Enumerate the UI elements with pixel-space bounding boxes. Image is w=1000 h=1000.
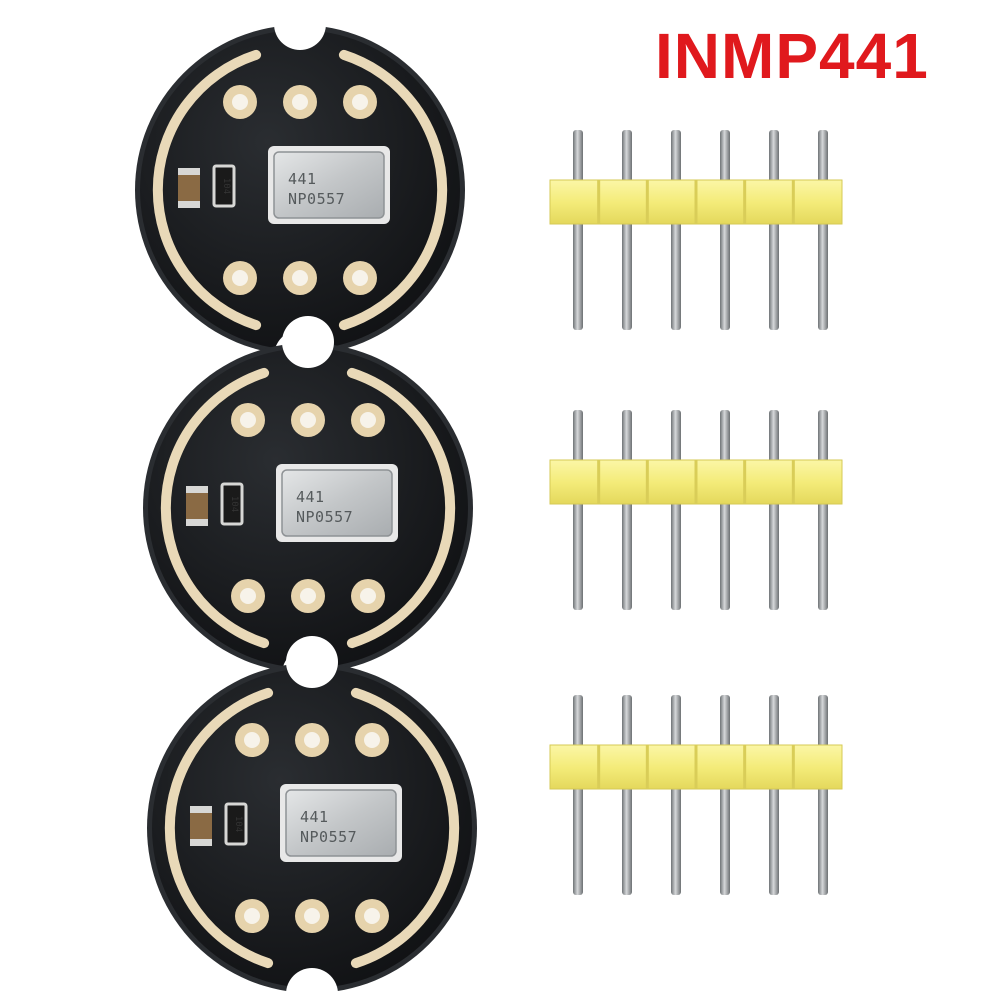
header-pin: [769, 695, 779, 895]
board-notch-top: [282, 316, 334, 368]
header-pin: [769, 130, 779, 330]
pad-hole: [244, 732, 260, 748]
pad-hole: [304, 908, 320, 924]
header-pin: [573, 695, 583, 895]
pad-hole: [292, 270, 308, 286]
header-pin: [573, 130, 583, 330]
pad-hole: [244, 908, 260, 924]
capacitor-cap-bottom: [178, 201, 200, 208]
header-pin: [622, 410, 632, 610]
capacitor: [190, 806, 212, 846]
header-pin: [720, 130, 730, 330]
header-pin: [671, 695, 681, 895]
pad-hole: [364, 732, 380, 748]
header-pin: [720, 410, 730, 610]
mic-can: [285, 789, 397, 857]
pad-hole: [360, 588, 376, 604]
header-pin: [573, 410, 583, 610]
header-pin: [769, 410, 779, 610]
capacitor-cap-top: [178, 168, 200, 175]
mic-label-line1: 441: [288, 170, 317, 188]
capacitor-cap-bottom: [190, 839, 212, 846]
mic-can: [273, 151, 385, 219]
silkscreen-ring-left: [160, 367, 270, 649]
pin-header: [549, 410, 843, 610]
pad-hole: [240, 588, 256, 604]
silkscreen-ring-right: [346, 367, 456, 649]
board-notch-top: [286, 636, 338, 688]
resistor-marking: 104: [233, 816, 243, 832]
pad-hole: [352, 94, 368, 110]
resistor: [220, 482, 244, 526]
mic-label-line1: 441: [300, 808, 329, 826]
capacitor-cap-bottom: [186, 519, 208, 526]
silkscreen-ring-right: [350, 687, 460, 969]
header-pin: [622, 130, 632, 330]
mic-label-line2: NP0557: [288, 190, 345, 208]
mic-label-line2: NP0557: [300, 828, 357, 846]
capacitor: [186, 486, 208, 526]
header-pin: [720, 695, 730, 895]
board-notch-top: [274, 0, 326, 50]
silkscreen-ring-left: [164, 687, 274, 969]
pad-hole: [352, 270, 368, 286]
mic-label-line1: 441: [296, 488, 325, 506]
product-title: INMP441: [655, 20, 929, 92]
pad-hole: [232, 270, 248, 286]
silkscreen-ring-left: [152, 49, 262, 331]
pad-hole: [232, 94, 248, 110]
pad-hole: [240, 412, 256, 428]
header-pin: [818, 695, 828, 895]
pad-hole: [300, 588, 316, 604]
pad-hole: [304, 732, 320, 748]
resistor: [212, 164, 236, 208]
capacitor: [178, 168, 200, 208]
header-pin: [818, 410, 828, 610]
pin-header: [549, 695, 843, 895]
header-pin: [818, 130, 828, 330]
silkscreen-ring-right: [338, 49, 448, 331]
capacitor-cap-top: [190, 806, 212, 813]
pin-header: [549, 130, 843, 330]
header-pin: [622, 695, 632, 895]
pad-hole: [292, 94, 308, 110]
pad-hole: [300, 412, 316, 428]
capacitor-cap-top: [186, 486, 208, 493]
pad-hole: [360, 412, 376, 428]
resistor-marking: 104: [229, 496, 239, 512]
resistor: [224, 802, 248, 846]
board-notch-bottom: [286, 968, 338, 1000]
header-pin: [671, 130, 681, 330]
pad-hole: [364, 908, 380, 924]
mic-can: [281, 469, 393, 537]
resistor-marking: 104: [221, 178, 231, 194]
mic-label-line2: NP0557: [296, 508, 353, 526]
header-pin: [671, 410, 681, 610]
